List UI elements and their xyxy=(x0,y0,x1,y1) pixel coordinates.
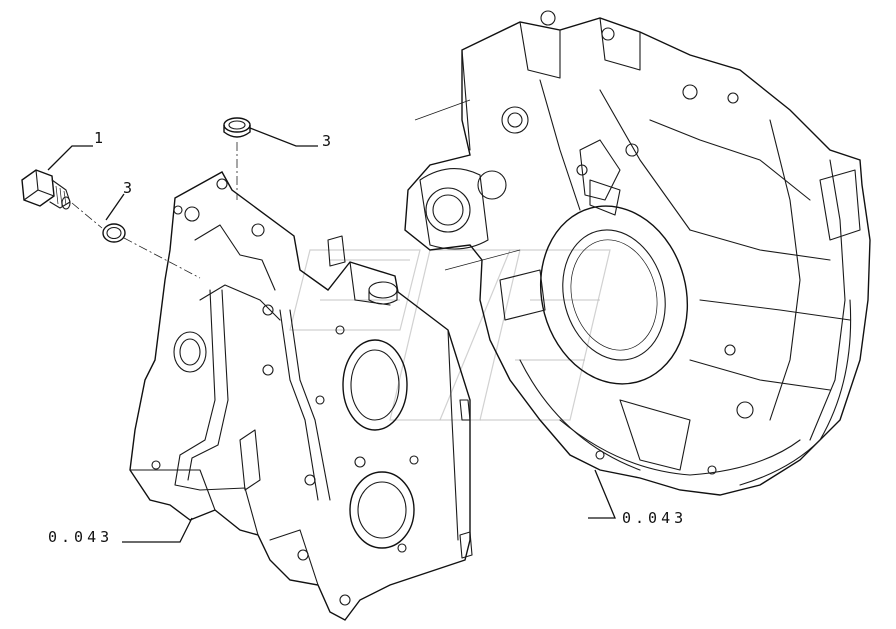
seal-ring-small xyxy=(102,223,126,243)
callout-seal-ring-top: 3 xyxy=(322,132,336,150)
leader-lines xyxy=(47,127,616,543)
callout-flywheel-housing-ref: 0.043 xyxy=(622,509,688,527)
seal-ring-top xyxy=(223,117,251,138)
flywheel-housing xyxy=(404,10,871,496)
studs xyxy=(151,304,419,606)
callout-seal-ring-small: 3 xyxy=(123,179,137,197)
callout-timing-cover-ref: 0.043 xyxy=(48,528,114,546)
callout-plug: 1 xyxy=(94,129,108,147)
timing-gear-cover xyxy=(129,171,473,621)
plug xyxy=(21,169,71,210)
assembly-lines xyxy=(71,142,238,279)
